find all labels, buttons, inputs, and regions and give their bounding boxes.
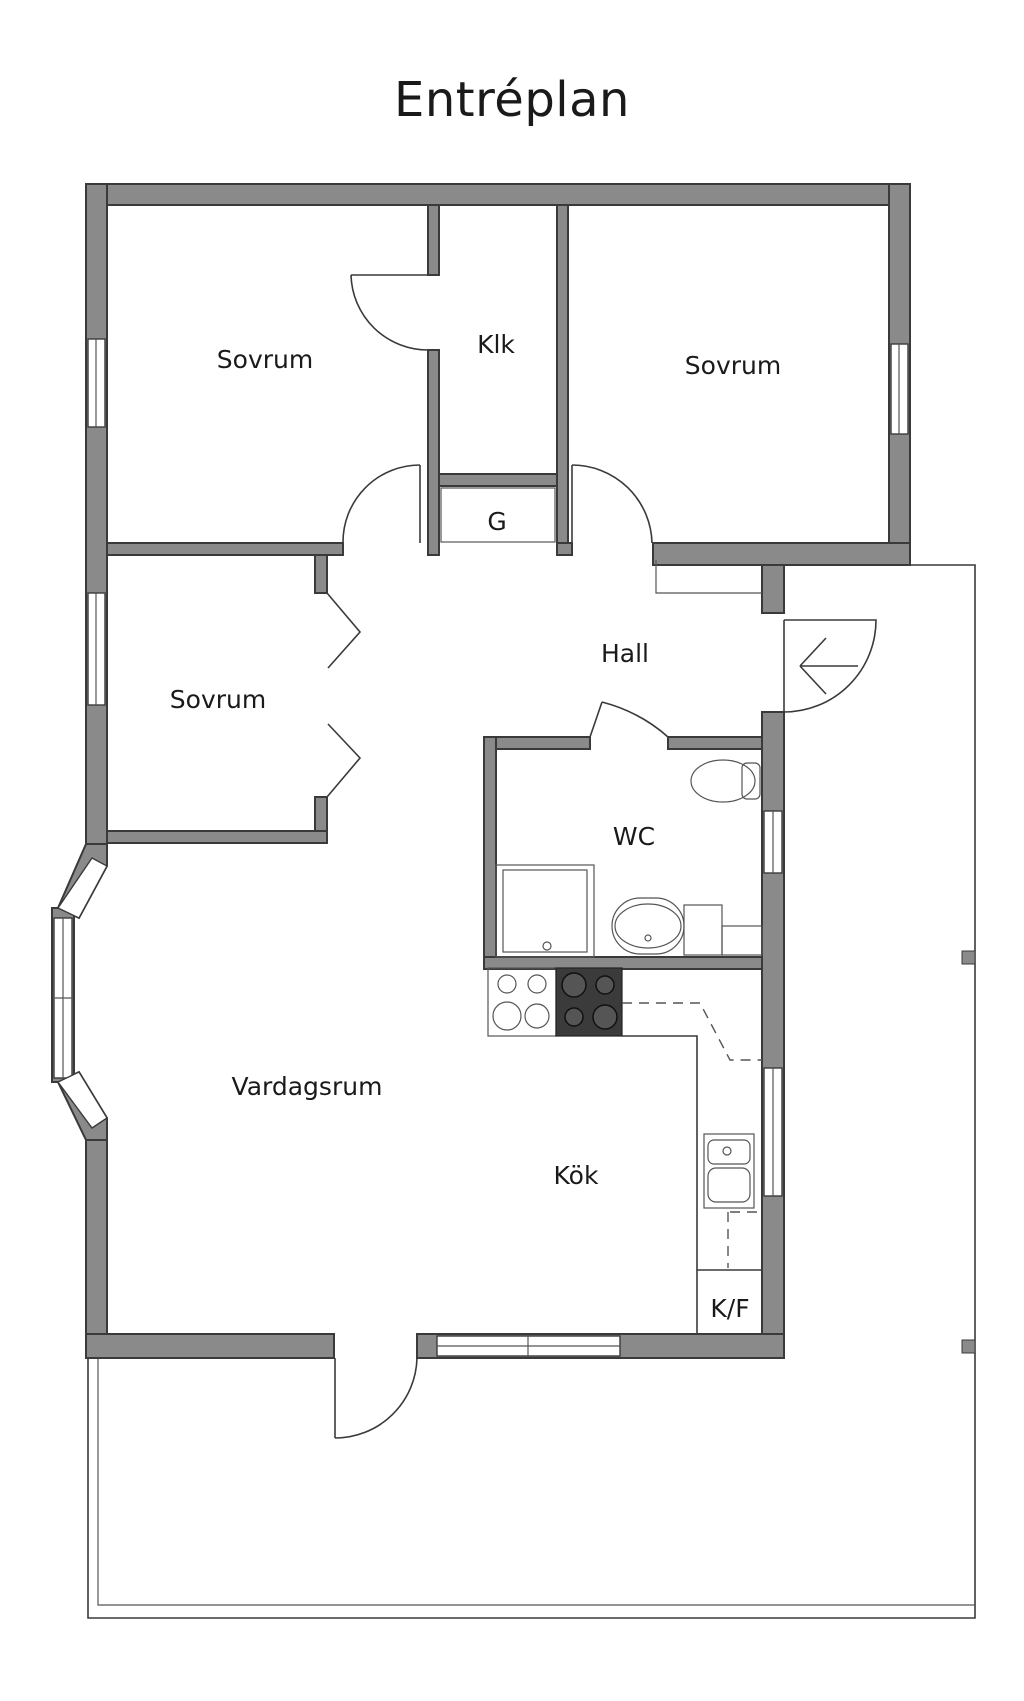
- room-label-hall: Hall: [601, 639, 649, 668]
- windows: [53, 338, 909, 1357]
- room-label-sovrum-top-left: Sovrum: [217, 345, 313, 374]
- wc-fixtures: [495, 759, 763, 958]
- room-label-vardagsrum: Vardagsrum: [232, 1072, 383, 1101]
- floor-title: Entréplan: [394, 72, 630, 128]
- room-label-kf: K/F: [710, 1294, 749, 1323]
- room-label-klk: Klk: [477, 330, 515, 359]
- room-label-sovrum-left: Sovrum: [170, 685, 266, 714]
- room-label-g: G: [487, 507, 506, 536]
- doors: [326, 274, 877, 1439]
- terrace-outline: [87, 564, 976, 1619]
- kitchen-fixtures: [487, 967, 762, 1334]
- room-label-kok: Kök: [554, 1161, 599, 1190]
- room-labels: Sovrum Klk Sovrum G Hall Sovrum WC Varda…: [170, 330, 781, 1323]
- room-label-wc: WC: [613, 822, 655, 851]
- interior-walls: [106, 204, 763, 970]
- room-label-sovrum-top-right: Sovrum: [685, 351, 781, 380]
